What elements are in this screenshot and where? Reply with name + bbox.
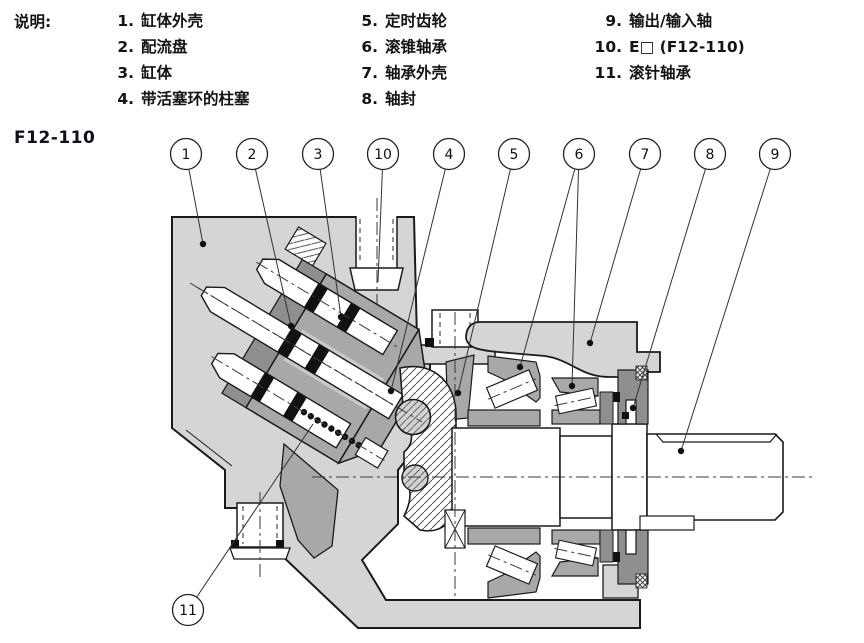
legend-column-1: 1. 缸体外壳 2. 配流盘 3. 缸体 4. 带活塞环的柱塞: [104, 10, 250, 114]
callout-circle-6: [562, 137, 596, 171]
legend-item-number: 3.: [117, 64, 134, 82]
callout-number-7: 7: [641, 147, 650, 163]
legend-item-number: 2.: [117, 38, 134, 56]
leader-line-8: [632, 153, 711, 409]
leader-line-7: [589, 153, 646, 344]
piston-upper: [255, 258, 399, 356]
callout-number-1: 1: [182, 147, 191, 163]
leader-dot-6: [516, 363, 524, 371]
leader-dot-9: [677, 447, 685, 455]
legend-item: 11. 滚针轴承: [592, 62, 745, 88]
shaft-keyway: [655, 433, 778, 443]
leader-line-2: [251, 153, 292, 327]
legend-item-number: 6.: [361, 38, 378, 56]
legend-item: 6. 滚锥轴承: [348, 36, 447, 62]
legend-item-number: 9.: [605, 12, 622, 30]
leader-dot-8: [629, 404, 637, 412]
legend-item-number: 11.: [594, 64, 622, 82]
callout-number-11: 11: [179, 603, 197, 619]
leader-line-3: [317, 153, 342, 318]
timing-gear-area: [416, 309, 496, 421]
legend-item-label: 轴封: [385, 90, 417, 108]
centerlines: [189, 282, 814, 596]
top-port: [349, 198, 404, 468]
callout-number-6: 6: [575, 147, 584, 163]
callout-circle-11: [171, 593, 205, 627]
leader-dot-2: [287, 322, 295, 330]
legend-item-label: 定时齿轮: [385, 12, 448, 30]
leader-line-4: [390, 153, 450, 392]
drive-flange: [394, 365, 457, 532]
legend-item-label: 轴承外壳: [385, 64, 448, 82]
callout-number-3: 3: [314, 147, 323, 163]
leader-dot-3: [337, 313, 345, 321]
leader-line-6: [571, 153, 580, 387]
callout-circle-9: [758, 137, 792, 171]
legend-item-number: 8.: [361, 90, 378, 108]
valve-pin: [284, 226, 327, 267]
bottom-port: [229, 492, 291, 580]
legend-item-label: 滚针轴承: [629, 64, 692, 82]
legend-item: 4. 带活塞环的柱塞: [104, 88, 250, 114]
legend-item-number: 10.: [594, 38, 622, 56]
callout-number-4: 4: [445, 147, 454, 163]
callout-bubbles: 1 2 3 10 4 5 6 7 8 9 11: [169, 137, 792, 627]
tapered-roller-bearings: [467, 355, 601, 599]
block-foot: [279, 442, 339, 559]
callout-circle-10: [366, 137, 400, 171]
callout-circle-2: [235, 137, 269, 171]
leader-dot-5: [454, 389, 462, 397]
piston-lower: [210, 352, 389, 469]
leader-dot-4: [387, 387, 395, 395]
legend-item-label: 带活塞环的柱塞: [141, 90, 250, 108]
ball-joint-lower: [401, 464, 429, 492]
legend-item-label: 缸体外壳: [141, 12, 204, 30]
legend-item-number: 4.: [117, 90, 134, 108]
legend-column-2: 5. 定时齿轮 6. 滚锥轴承 7. 轴承外壳 8. 轴封: [348, 10, 447, 114]
leader-line-6: [519, 153, 580, 368]
legend-column-3: 9. 输出/输入轴 10. E□ (F12-110) 11. 滚针轴承: [592, 10, 745, 88]
callout-number-9: 9: [771, 147, 780, 163]
callout-number-2: 2: [248, 147, 257, 163]
model-label: F12-110: [14, 128, 96, 148]
cylinder-axis-centerline: [189, 282, 423, 423]
legend-item: 2. 配流盘: [104, 36, 250, 62]
callout-circle-4: [432, 137, 466, 171]
legend-item: 10. E□ (F12-110): [592, 36, 745, 62]
legend-item-number: 1.: [117, 12, 134, 30]
legend-item-label: E□ (F12-110): [629, 38, 745, 56]
callout-circle-7: [628, 137, 662, 171]
leader-dot-1: [199, 240, 207, 248]
legend-item: 5. 定时齿轮: [348, 10, 447, 36]
leader-line-9: [680, 153, 776, 452]
legend-title: 说明:: [14, 13, 52, 31]
leader-line-11: [187, 423, 314, 611]
legend-item: 1. 缸体外壳: [104, 10, 250, 36]
legend-item: 3. 缸体: [104, 62, 250, 88]
callout-number-10: 10: [374, 147, 392, 163]
leader-line-5: [457, 153, 515, 394]
leader-dot-7: [586, 339, 594, 347]
callout-circle-8: [693, 137, 727, 171]
legend-item: 9. 输出/输入轴: [592, 10, 745, 36]
legend-item: 8. 轴封: [348, 88, 447, 114]
legend-item-label: 滚锥轴承: [385, 38, 448, 56]
legend-item-label: 配流盘: [141, 38, 188, 56]
callout-circle-1: [169, 137, 203, 171]
leader-line-10: [377, 153, 384, 283]
leader-dot-6: [568, 382, 576, 390]
legend-item-label: 输出/输入轴: [629, 12, 713, 30]
legend-item-number: 7.: [361, 64, 378, 82]
legend-item-label: 缸体: [141, 64, 173, 82]
callout-number-8: 8: [706, 147, 715, 163]
legend-item: 7. 轴承外壳: [348, 62, 447, 88]
callout-circle-3: [301, 137, 335, 171]
cylinder-block-assembly: [196, 226, 427, 469]
ball-joint-upper: [394, 398, 432, 436]
legend-item-number: 5.: [361, 12, 378, 30]
callout-number-5: 5: [510, 147, 519, 163]
callout-circle-5: [497, 137, 531, 171]
